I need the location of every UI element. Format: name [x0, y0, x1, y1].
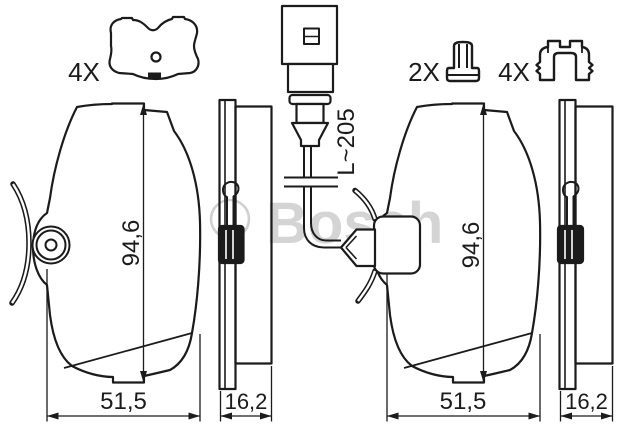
left-pad-width-value: 51,5: [100, 388, 147, 415]
shim-qty-label: 4X: [68, 57, 100, 87]
left-pad-height-value: 94,6: [118, 220, 145, 267]
guide-pin: [445, 40, 481, 83]
pin-qty-label: 2X: [408, 57, 440, 87]
wear-sensor-assembly: [339, 187, 422, 304]
anti-squeal-shim: [108, 15, 200, 81]
left-pad-thickness-dimension: [219, 366, 273, 422]
right-pad-side-view: [556, 98, 614, 391]
left-pad-width-dimension: [46, 269, 201, 422]
left-pad-wear-spring: [9, 181, 32, 306]
right-pad-width-value: 51,5: [440, 388, 487, 415]
sensor-length-label: L~205: [333, 108, 360, 175]
left-pad-thickness-value: 16,2: [225, 389, 268, 414]
right-pad-thickness-value: 16,2: [565, 389, 608, 414]
left-pad-height-dimension: [140, 103, 147, 383]
right-pad-thickness-dimension: [559, 366, 614, 422]
sensor-connector-plug: [280, 4, 339, 148]
left-pad-front-view: [31, 102, 202, 384]
retaining-clip: [535, 39, 594, 82]
right-pad-height-value: 94,6: [458, 222, 485, 269]
clip-qty-label: 4X: [498, 57, 530, 87]
left-pad-side-view: [217, 98, 273, 391]
right-pad-height-dimension: [480, 103, 487, 383]
sensor-cable: [284, 146, 341, 249]
right-pad-width-dimension: [386, 274, 541, 422]
